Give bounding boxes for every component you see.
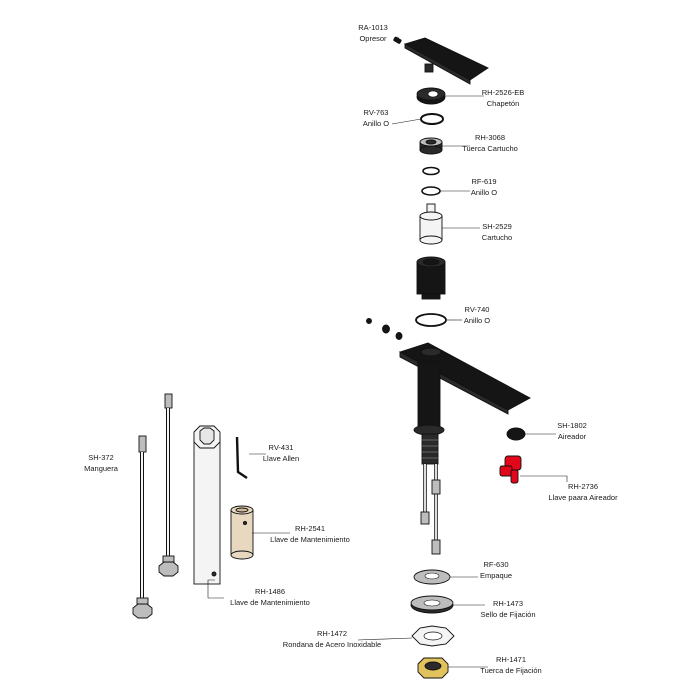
allen-key-part	[235, 436, 248, 479]
handle-lever-part	[403, 37, 489, 85]
gasket-part	[413, 569, 451, 585]
label-rh3068-code: RH-3068	[475, 133, 505, 142]
stainless-washer-part	[411, 625, 455, 647]
label-sh372-code: SH-372	[88, 453, 113, 462]
label-rf619-name: Anillo O	[471, 188, 497, 197]
fixing-nut-part	[417, 657, 449, 679]
label-rh1471-name: Tuerca de Fijación	[480, 666, 541, 675]
label-rh2541-code: RH-2541	[295, 524, 325, 533]
label-rh1486-name: Llave de Mantenimiento	[230, 598, 310, 607]
label-sh1802-name: Aireador	[558, 432, 587, 441]
label-rh2736-code: RH-2736	[568, 482, 598, 491]
o-ring-rv763-part	[420, 113, 444, 125]
label-rh2526-code: RH-2526-EB	[482, 88, 525, 97]
label-rh1473-code: RH-1473	[493, 599, 523, 608]
label-rh1471-code: RH-1471	[496, 655, 526, 664]
long-wrench-part	[193, 425, 221, 585]
cartridge-housing-part	[416, 256, 446, 300]
label-rh1472-code: RH-1472	[317, 629, 347, 638]
label-ra1013-code: RA-1013	[358, 23, 388, 32]
small-screws-part	[366, 318, 403, 340]
label-rv431-name: Llave Allen	[263, 454, 299, 463]
aerator-key-part	[499, 455, 522, 484]
label-rv763-code: RV-763	[364, 108, 389, 117]
cartridge-nut-part	[419, 137, 443, 155]
fixing-seal-part	[410, 595, 454, 614]
label-rh3068-name: Tuerca Cartucho	[462, 144, 518, 153]
label-sh2529-name: Cartucho	[482, 233, 512, 242]
label-rh1486-code: RH-1486	[255, 587, 285, 596]
cartridge-part	[419, 203, 443, 245]
aerator-part	[506, 427, 526, 441]
label-rv763-name: Anillo O	[363, 119, 389, 128]
label-rf630-code: RF-630	[483, 560, 508, 569]
label-rh1473-name: Sello de Fijación	[480, 610, 535, 619]
label-sh2529-code: SH-2529	[482, 222, 512, 231]
label-rh2736-name: Llave paara Aireador	[548, 493, 618, 502]
label-ra1013-name: Opresor	[359, 34, 387, 43]
label-sh372-name: Manguera	[84, 464, 119, 473]
leader-lines	[207, 37, 568, 668]
hose-right-part	[158, 393, 179, 577]
faucet-body-part	[398, 342, 531, 465]
o-ring-small-part	[422, 166, 440, 176]
escutcheon-part	[416, 87, 446, 105]
hose-left-part	[132, 435, 153, 619]
label-rv431-code: RV-431	[269, 443, 294, 452]
faucet-hoses-part	[420, 464, 441, 555]
short-wrench-part	[230, 505, 254, 560]
label-rh2541-name: Llave de Mantenimiento	[270, 535, 350, 544]
label-rv740-code: RV-740	[465, 305, 490, 314]
label-rv740-name: Anillo O	[464, 316, 490, 325]
label-rh2526-name: Chapetón	[487, 99, 520, 108]
o-ring-rv740-part	[415, 313, 447, 327]
label-rf630-name: Empaque	[480, 571, 512, 580]
label-rh1472-name: Rondana de Acero Inoxidable	[283, 640, 381, 649]
o-ring-rf619-part	[421, 186, 441, 196]
label-sh1802-code: SH-1802	[557, 421, 587, 430]
label-rf619-code: RF-619	[471, 177, 496, 186]
set-screw-part	[393, 36, 402, 44]
